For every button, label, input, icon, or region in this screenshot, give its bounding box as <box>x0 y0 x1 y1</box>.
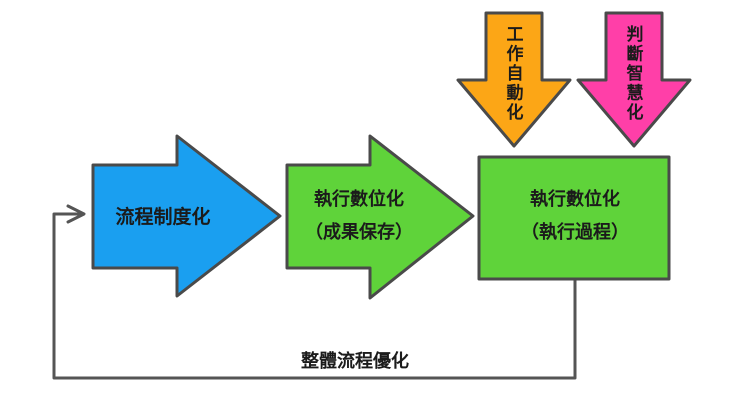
box-digitization-process-line1: 執行數位化 <box>530 188 620 210</box>
feedback-arrowhead <box>66 204 86 224</box>
box-digitization-process <box>477 155 671 281</box>
down-arrow-left-char: 工 <box>507 25 524 45</box>
arrow-digitization-results-line1: 執行數位化 <box>314 188 404 210</box>
arrow-digitization-results-line2: （成果保存） <box>305 221 413 243</box>
down-arrow-judgment-intelligence <box>576 11 692 148</box>
arrow-digitization-results <box>285 134 475 300</box>
arrow-process-standardization <box>91 134 282 298</box>
down-arrow-right-char: 化 <box>627 102 644 123</box>
box-digitization-process-line2: （執行過程） <box>521 221 629 243</box>
down-arrow-right-char: 判 <box>627 25 644 45</box>
down-arrow-right-char: 斷 <box>627 44 644 65</box>
arrow-process-standardization-label: 流程制度化 <box>115 205 210 228</box>
down-arrow-left-char: 化 <box>507 102 524 123</box>
down-arrow-left-char: 動 <box>507 83 524 104</box>
down-arrow-right-char: 慧 <box>627 83 644 104</box>
down-arrow-left-char: 自 <box>507 63 524 84</box>
down-arrow-right-char: 智 <box>627 63 644 84</box>
feedback-loop-line <box>52 212 577 380</box>
down-arrow-left-char: 作 <box>507 44 524 65</box>
feedback-loop-label: 整體流程優化 <box>300 350 409 372</box>
down-arrow-work-automation <box>456 11 572 148</box>
